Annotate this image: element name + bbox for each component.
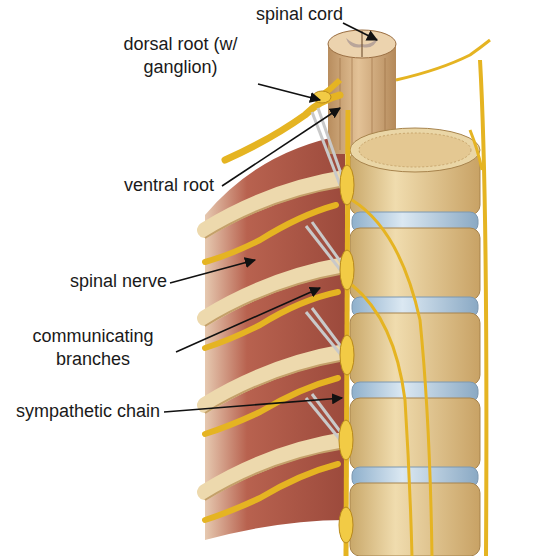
structure-label: ventral root (124, 174, 234, 197)
structure-label: spinal nerve (70, 270, 180, 293)
structure-label: dorsal root (w/ ganglion) (103, 33, 258, 79)
rib-edges (205, 186, 345, 500)
ribs (205, 178, 345, 492)
structure-label: communicating branches (18, 325, 168, 371)
structure-label: spinal cord (256, 3, 366, 26)
structure-label: sympathetic chain (16, 400, 176, 423)
splanchnic-nerves (352, 40, 490, 556)
vertebral-column (350, 128, 480, 556)
intercostal-muscle (205, 135, 345, 540)
spinal-nerves (205, 95, 340, 520)
leader-lines (164, 23, 377, 412)
communicating-branch (306, 108, 345, 442)
sympathetic-trunk (339, 110, 354, 556)
